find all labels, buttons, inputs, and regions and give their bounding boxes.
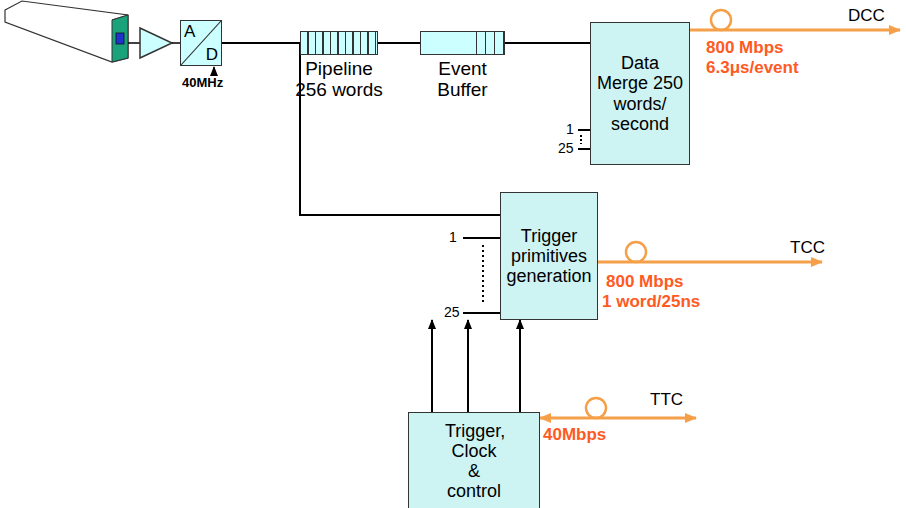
control-arrow bbox=[519, 320, 521, 412]
link-rate: 1 word/25ns bbox=[602, 292, 700, 312]
input-dots bbox=[580, 135, 582, 144]
text-wrap: Trigger primitives generation bbox=[504, 226, 594, 286]
link-rate: 40Mbps bbox=[543, 425, 606, 445]
buffer-cells bbox=[476, 32, 504, 54]
event-buffer: Event Buffer bbox=[420, 31, 505, 55]
data-line bbox=[505, 42, 590, 44]
pipeline-memory: Pipeline 256 words bbox=[300, 31, 378, 55]
text-wrap: Trigger, Clock & control bbox=[445, 421, 503, 502]
destination-name: TTC bbox=[650, 390, 683, 410]
fiber-link bbox=[540, 417, 696, 420]
control-box: Trigger, Clock & control bbox=[408, 412, 540, 508]
clock-frequency: 40MHz bbox=[182, 76, 223, 91]
adc-diagonal-line bbox=[181, 21, 221, 65]
destination-name: TCC bbox=[790, 238, 825, 258]
input-line bbox=[463, 237, 500, 239]
link-rate: 6.3μs/event bbox=[706, 58, 799, 78]
block-caption: Event Buffer bbox=[413, 59, 513, 101]
signal-wire bbox=[128, 42, 140, 44]
process-box: Trigger primitives generation bbox=[500, 192, 598, 320]
input-line bbox=[578, 129, 590, 131]
text-wrap: Data Merge 250 words/ second bbox=[594, 53, 686, 134]
box-text: Trigger, Clock & control bbox=[445, 421, 503, 502]
input-line bbox=[578, 148, 590, 150]
digital-label: D bbox=[206, 46, 218, 63]
fiber-coil bbox=[586, 398, 606, 418]
channel-number: 25 bbox=[444, 304, 460, 320]
signal-wire bbox=[172, 42, 180, 44]
channel-number: 1 bbox=[449, 229, 457, 245]
input-dots bbox=[482, 245, 484, 303]
process-box: Data Merge 250 words/ second bbox=[590, 22, 690, 165]
adc-box: AD bbox=[180, 20, 222, 66]
link-rate: 800 Mbps bbox=[706, 38, 783, 58]
destination-name: DCC bbox=[848, 6, 885, 26]
photodetector bbox=[116, 33, 124, 44]
fiber-coil bbox=[711, 10, 731, 30]
data-line bbox=[378, 42, 420, 44]
clock-arrow bbox=[213, 67, 214, 75]
crystal-face bbox=[112, 15, 128, 62]
channel-number: 25 bbox=[558, 140, 574, 156]
control-arrow bbox=[431, 320, 433, 412]
control-arrow bbox=[467, 320, 469, 412]
amplifier-symbol bbox=[140, 28, 172, 58]
block-caption: Pipeline 256 words bbox=[289, 59, 389, 101]
box-text: Trigger primitives generation bbox=[504, 226, 594, 286]
link-rate: 800 Mbps bbox=[606, 272, 683, 292]
box-text: Data Merge 250 words/ second bbox=[594, 53, 686, 134]
input-line bbox=[463, 312, 500, 314]
fiber-coil bbox=[626, 242, 646, 262]
channel-number: 1 bbox=[566, 121, 574, 137]
analog-label: A bbox=[184, 23, 195, 40]
crystal-outline bbox=[5, 1, 128, 62]
